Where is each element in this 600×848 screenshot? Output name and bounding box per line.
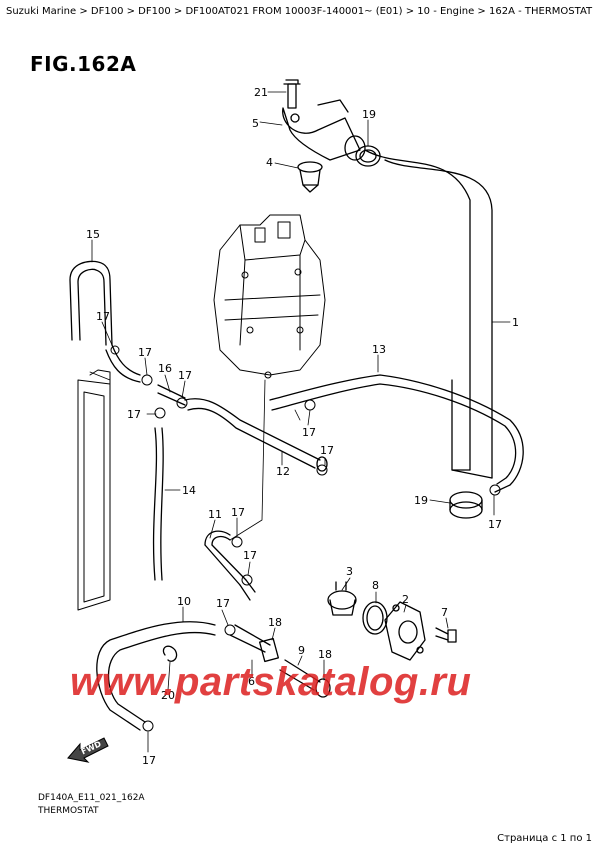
- callout-17[interactable]: 17: [320, 444, 334, 457]
- callout-16[interactable]: 16: [158, 362, 172, 375]
- callout-6[interactable]: 6: [248, 675, 255, 688]
- callout-17[interactable]: 17: [302, 426, 316, 439]
- clamps-part-17: [110, 345, 501, 732]
- bolt-part-7: [435, 627, 457, 643]
- fwd-arrow-icon: FWD: [67, 737, 109, 763]
- callout-14[interactable]: 14: [182, 484, 196, 497]
- fittings: [229, 624, 331, 698]
- page-info: Страница с 1 по 1: [497, 833, 592, 844]
- callout-8[interactable]: 8: [372, 579, 379, 592]
- callout-11[interactable]: 11: [208, 508, 222, 521]
- hose-part-15: [69, 260, 113, 346]
- hose-part-11: [204, 530, 256, 601]
- callout-15[interactable]: 15: [86, 228, 100, 241]
- callout-17[interactable]: 17: [127, 408, 141, 421]
- hose-part-10: [96, 621, 216, 731]
- leader-lines: [89, 371, 301, 541]
- callout-18[interactable]: 18: [318, 648, 332, 661]
- figure-name: THERMOSTAT: [38, 806, 99, 816]
- thermostat-part-3: [327, 581, 357, 616]
- callout-21[interactable]: 21: [254, 86, 268, 99]
- callout-17[interactable]: 17: [178, 369, 192, 382]
- pipe-part-13: [269, 374, 524, 493]
- callout-17[interactable]: 17: [96, 310, 110, 323]
- figure-title: FIG.162A: [30, 52, 137, 76]
- callout-19[interactable]: 19: [362, 108, 376, 121]
- watermark: www.partskatalog.ru: [70, 660, 472, 704]
- callout-3[interactable]: 3: [346, 565, 353, 578]
- callout-17[interactable]: 17: [142, 754, 156, 767]
- callout-17[interactable]: 17: [488, 518, 502, 531]
- thermostat-housing-part-5: [282, 79, 366, 161]
- callout-19[interactable]: 19: [414, 494, 428, 507]
- callout-20[interactable]: 20: [161, 689, 175, 702]
- callout-13[interactable]: 13: [372, 343, 386, 356]
- callout-17[interactable]: 17: [216, 597, 230, 610]
- engine-block: [213, 214, 326, 379]
- oring-part-8: [362, 601, 388, 635]
- clip-part-20: [162, 645, 178, 662]
- callout-10[interactable]: 10: [177, 595, 191, 608]
- hose-part-16: [105, 344, 186, 406]
- hose-part-1: [364, 149, 493, 479]
- callout-leaders: [91, 91, 511, 753]
- callout-2[interactable]: 2: [402, 593, 409, 606]
- callout-7[interactable]: 7: [441, 606, 448, 619]
- callout-5[interactable]: 5: [252, 117, 259, 130]
- clamp-part-19-bottom: [449, 491, 483, 519]
- tube-part-14: [152, 427, 164, 581]
- thermostat-part-4: [297, 161, 323, 193]
- callout-9[interactable]: 9: [298, 644, 305, 657]
- callout-1[interactable]: 1: [512, 316, 519, 329]
- breadcrumb[interactable]: Suzuki Marine > DF100 > DF100 > DF100AT0…: [6, 6, 593, 17]
- hose-part-12: [184, 398, 328, 472]
- callout-4[interactable]: 4: [266, 156, 273, 169]
- clamp-part-19-top: [355, 145, 381, 167]
- callout-17[interactable]: 17: [243, 549, 257, 562]
- figure-code: DF140A_E11_021_162A: [38, 793, 145, 803]
- cover-part-2: [384, 601, 426, 661]
- callout-17[interactable]: 17: [231, 506, 245, 519]
- callout-18[interactable]: 18: [268, 616, 282, 629]
- callout-12[interactable]: 12: [276, 465, 290, 478]
- callout-17[interactable]: 17: [138, 346, 152, 359]
- jacket-part-14: [77, 369, 111, 611]
